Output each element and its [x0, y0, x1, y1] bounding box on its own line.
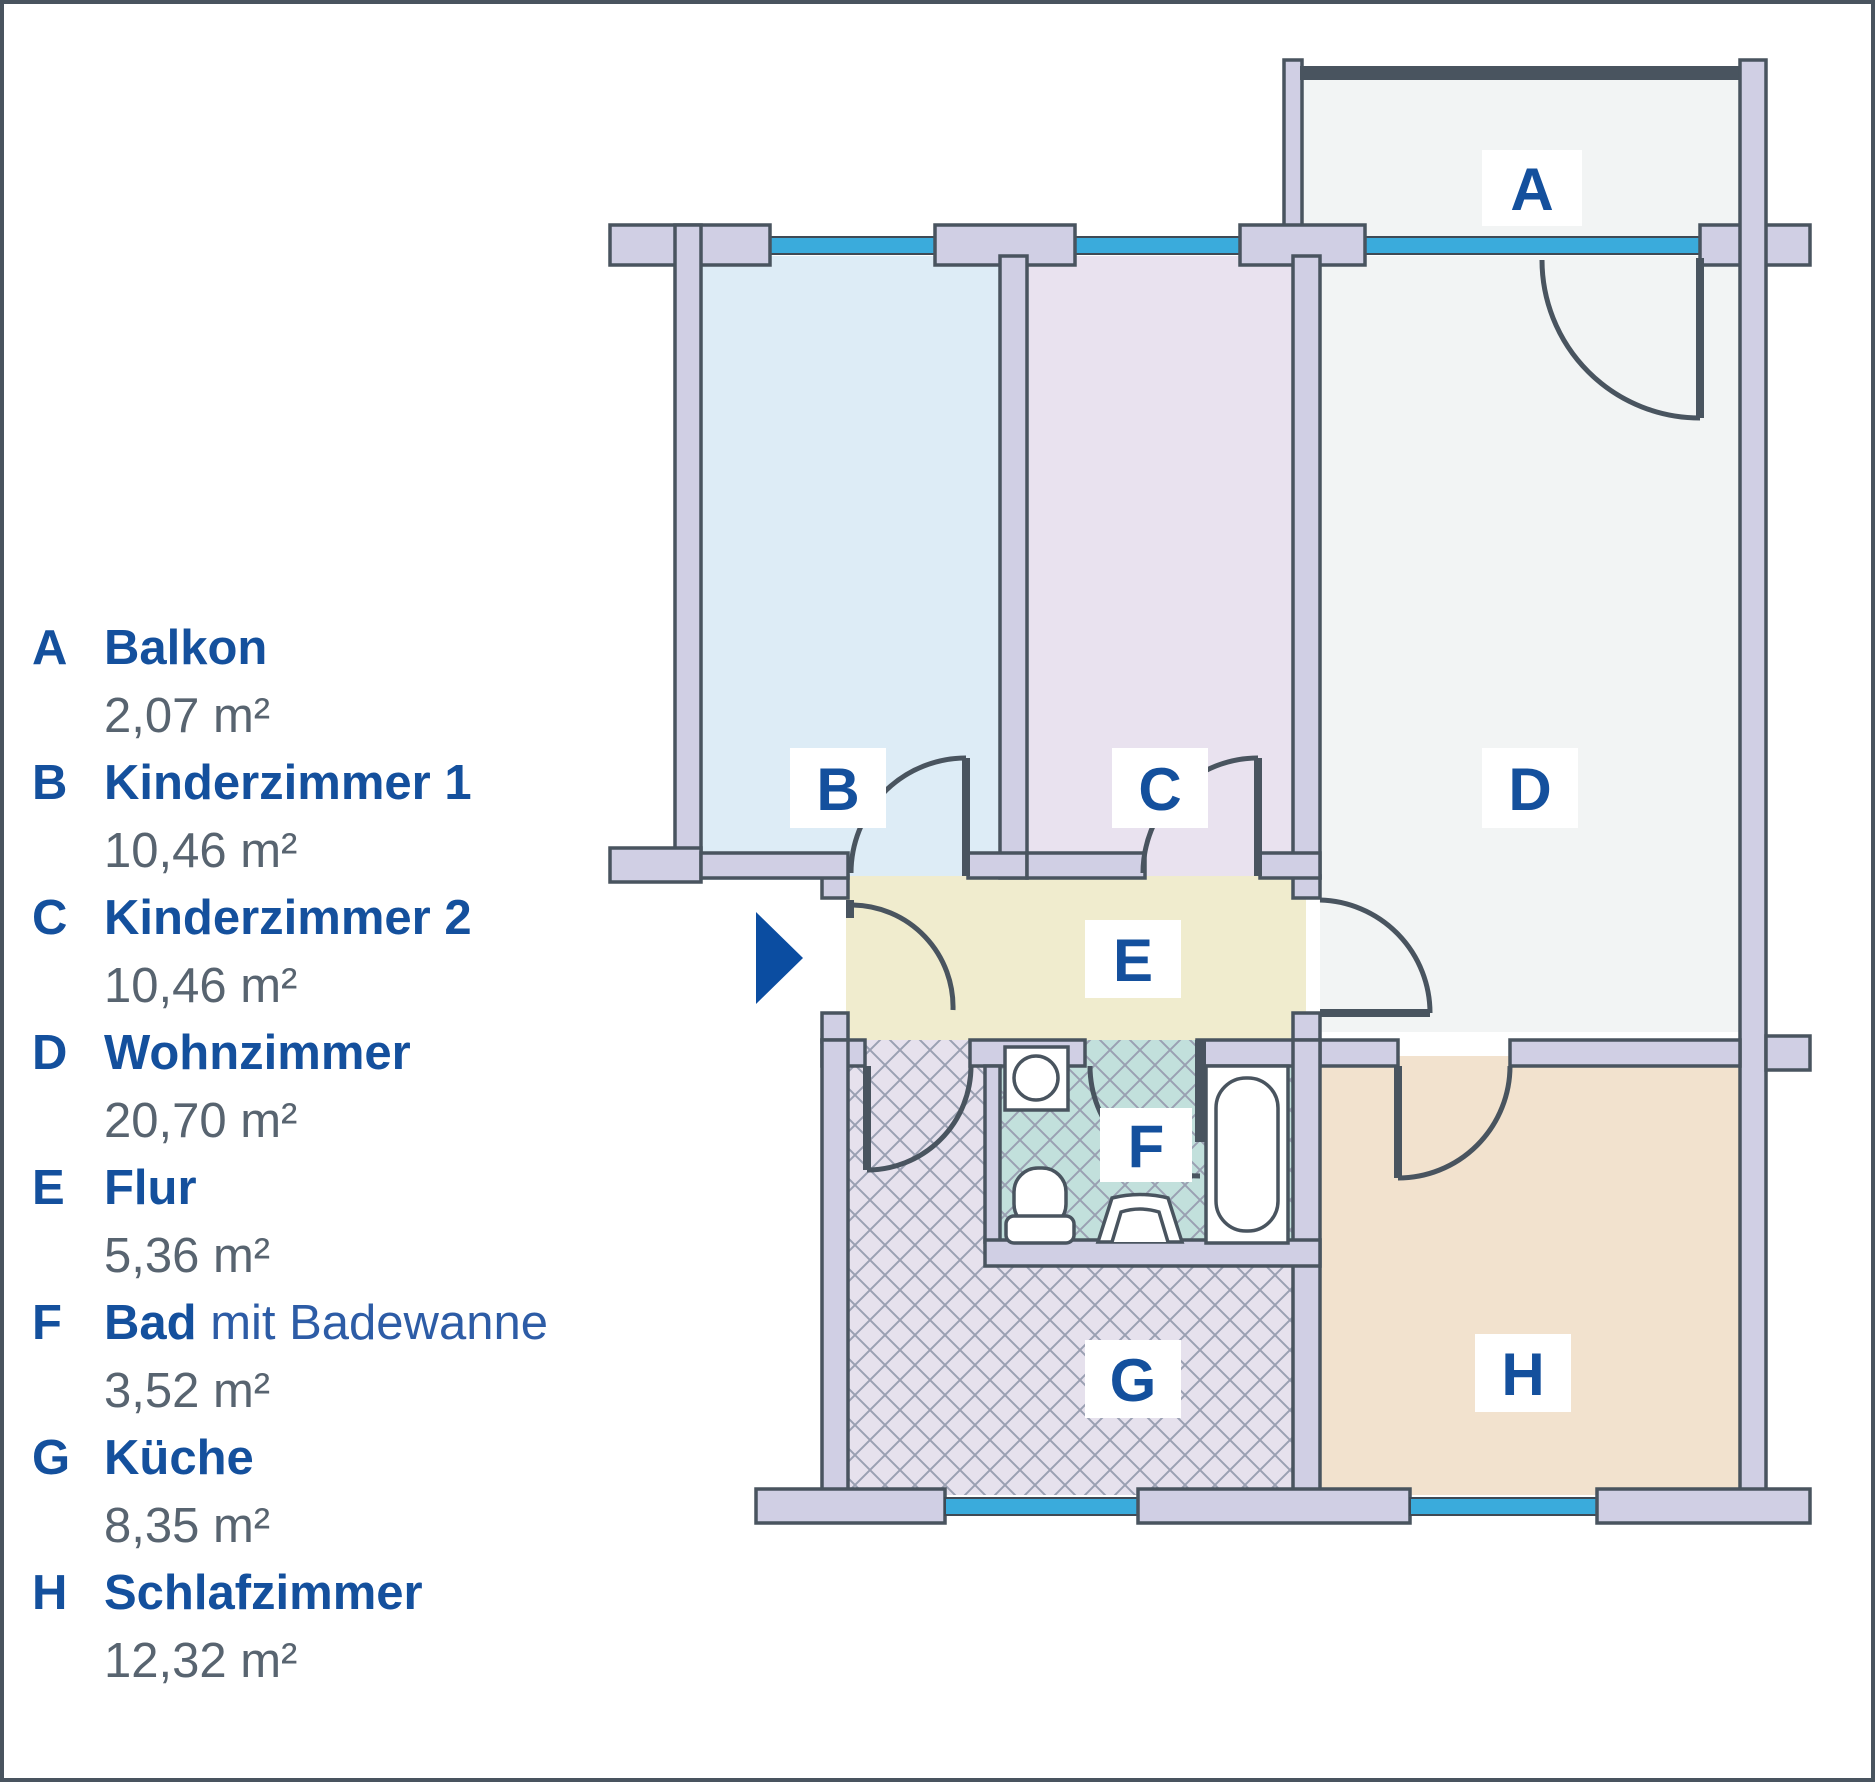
legend-area: 10,46 m²	[104, 823, 298, 878]
legend-area: 2,07 m²	[104, 688, 271, 743]
wall-arm-left-mid	[608, 846, 703, 884]
legend-item-wohnzimmer: D Wohnzimmer 20,70 m²	[32, 1026, 411, 1149]
wall-arm-right-mid	[1764, 1034, 1812, 1072]
wall-c-d	[1291, 254, 1322, 880]
balcony-railing	[1300, 66, 1742, 80]
window-room-h	[1409, 1497, 1598, 1516]
entry-door	[846, 900, 956, 1011]
room-label-e: E	[1085, 920, 1181, 998]
wall-bath-left	[983, 1064, 1002, 1244]
room-label-g: G	[1085, 1340, 1181, 1418]
legend-item-kinderzimmer-1: B Kinderzimmer 1 10,46 m²	[32, 756, 472, 879]
svg-text:H: H	[1501, 1341, 1544, 1408]
kitchen-g-door	[863, 1065, 974, 1173]
legend-item-balkon: A Balkon 2,07 m²	[32, 621, 271, 744]
legend-name: Flur	[104, 1161, 197, 1215]
room-label-f: F	[1100, 1108, 1192, 1182]
legend-letter: H	[32, 1566, 68, 1620]
room-label-h: H	[1475, 1334, 1571, 1412]
legend-area: 3,52 m²	[104, 1363, 271, 1418]
svg-text:G: G	[1110, 1347, 1157, 1414]
wall-c-bottom-stub	[1258, 851, 1322, 880]
legend-name: Schlafzimmer	[104, 1566, 423, 1620]
legend-name: Kinderzimmer 2	[104, 891, 472, 945]
legend-name: Küche	[104, 1431, 254, 1485]
exterior-wall-left	[673, 223, 703, 880]
window-kitchen	[944, 1497, 1139, 1516]
legend-item-kinderzimmer-2: C Kinderzimmer 2 10,46 m²	[32, 891, 472, 1014]
legend-name: Bad mit Badewanne	[104, 1296, 548, 1350]
room-h-floor	[1320, 1056, 1740, 1495]
room-label-b: B	[790, 748, 886, 828]
hall-e-floor	[846, 876, 1306, 1042]
legend-item-bad: F Bad mit Badewanne 3,52 m²	[32, 1296, 548, 1419]
legend-item-flur: E Flur 5,36 m²	[32, 1161, 271, 1284]
legend-letter: F	[32, 1296, 62, 1350]
svg-text:E: E	[1113, 927, 1153, 994]
wall-c-bottom	[1025, 851, 1147, 880]
wall-pier-bottom-mid	[1136, 1487, 1412, 1525]
legend-name: Balkon	[104, 621, 268, 675]
legend-area: 8,35 m²	[104, 1498, 271, 1553]
legend-item-schlafzimmer: H Schlafzimmer 12,32 m²	[32, 1566, 423, 1689]
entry-jamb-bottom	[820, 1011, 850, 1044]
legend-letter: B	[32, 756, 68, 810]
balcony-door	[1539, 258, 1704, 421]
legend-letter: E	[32, 1161, 65, 1215]
legend-letter: D	[32, 1026, 68, 1080]
svg-text:B: B	[816, 756, 859, 823]
room-label-c: C	[1112, 748, 1208, 828]
wall-pier-bottom-left	[754, 1487, 947, 1525]
legend-area: 10,46 m²	[104, 958, 298, 1013]
entry-arrow	[756, 912, 803, 1004]
balcony-left-wall	[1282, 58, 1304, 236]
window-room-b	[769, 236, 936, 255]
room-h-door	[1394, 1065, 1513, 1181]
svg-text:C: C	[1138, 756, 1181, 823]
washing-machine	[1003, 1045, 1070, 1112]
window-room-c	[1074, 236, 1241, 255]
wall-b-bottom	[699, 851, 850, 880]
wall-h-top-right	[1508, 1038, 1742, 1068]
exterior-wall-right	[1738, 58, 1768, 1517]
wall-b-bottom-stub	[966, 851, 1029, 880]
svg-text:F: F	[1128, 1113, 1165, 1180]
room-label-a: A	[1482, 150, 1582, 226]
legend-name: Wohnzimmer	[104, 1026, 411, 1080]
legend-letter: A	[32, 621, 68, 675]
legend-letter: G	[32, 1431, 71, 1485]
wall-h-top-left	[1318, 1038, 1400, 1068]
legend-name: Kinderzimmer 1	[104, 756, 472, 810]
room-d-door	[1319, 897, 1433, 1017]
legend-area: 12,32 m²	[104, 1633, 298, 1688]
bathtub	[1204, 1064, 1290, 1245]
svg-text:A: A	[1510, 156, 1553, 223]
legend-item-kueche: G Küche 8,35 m²	[32, 1431, 271, 1554]
legend-area: 20,70 m²	[104, 1093, 298, 1148]
wall-kitchen-left	[820, 1038, 850, 1495]
legend: A Balkon 2,07 m² B Kinderzimmer 1 10,46 …	[32, 0, 592, 1782]
svg-text:D: D	[1508, 756, 1551, 823]
hall-d-jamb-bottom	[1291, 1011, 1322, 1044]
legend-letter: C	[32, 891, 68, 945]
sink	[1095, 1192, 1185, 1244]
room-d-floor	[1320, 256, 1740, 1032]
wall-pier-bottom-right	[1595, 1487, 1812, 1525]
window-balcony-door	[1364, 236, 1701, 255]
wall-b-c	[998, 254, 1029, 880]
legend-area: 5,36 m²	[104, 1228, 271, 1283]
room-label-d: D	[1482, 748, 1578, 828]
toilet	[1004, 1166, 1076, 1245]
